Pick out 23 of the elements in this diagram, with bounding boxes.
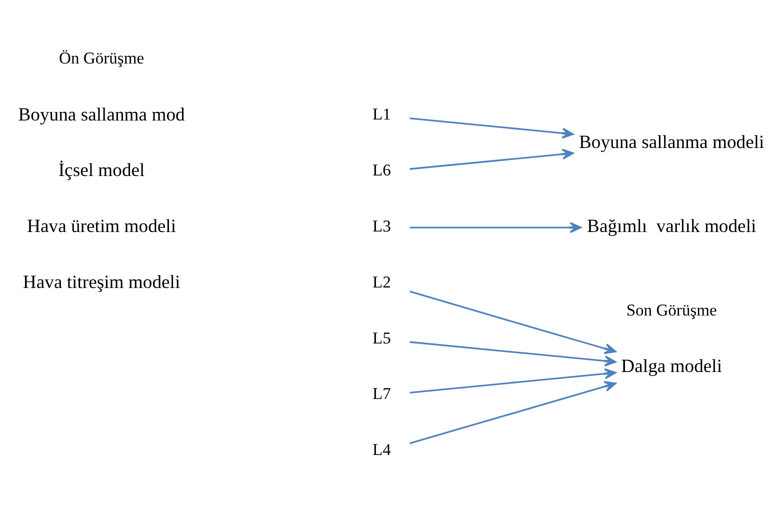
arrow bbox=[410, 118, 574, 139]
label: Hava üretim modeli bbox=[27, 216, 176, 238]
node-text: L7 bbox=[372, 384, 391, 404]
label: Hava titreşim modeli bbox=[22, 272, 180, 294]
node-text: Bağımlı varlık modeli bbox=[587, 216, 756, 238]
arrow bbox=[410, 381, 616, 444]
arrow bbox=[410, 290, 616, 354]
node-text: L1 bbox=[372, 104, 391, 124]
arrow bbox=[410, 341, 616, 366]
node-text: Boyuna sallanma modeli bbox=[579, 132, 764, 154]
arrow bbox=[410, 368, 616, 394]
label: Son Görüşme bbox=[626, 300, 717, 320]
label: Ön Görüşme bbox=[59, 48, 144, 68]
label: İçsel model bbox=[58, 160, 145, 182]
arrow bbox=[410, 148, 574, 170]
node-text: L4 bbox=[372, 440, 391, 460]
node-text: L6 bbox=[372, 160, 391, 180]
node-text: L2 bbox=[372, 272, 391, 292]
label: Boyuna sallanma mod bbox=[18, 104, 185, 126]
node-text: L5 bbox=[372, 328, 391, 348]
arrow bbox=[410, 222, 582, 234]
node-text: L3 bbox=[372, 216, 391, 236]
node-text: Dalga modeli bbox=[621, 356, 722, 377]
